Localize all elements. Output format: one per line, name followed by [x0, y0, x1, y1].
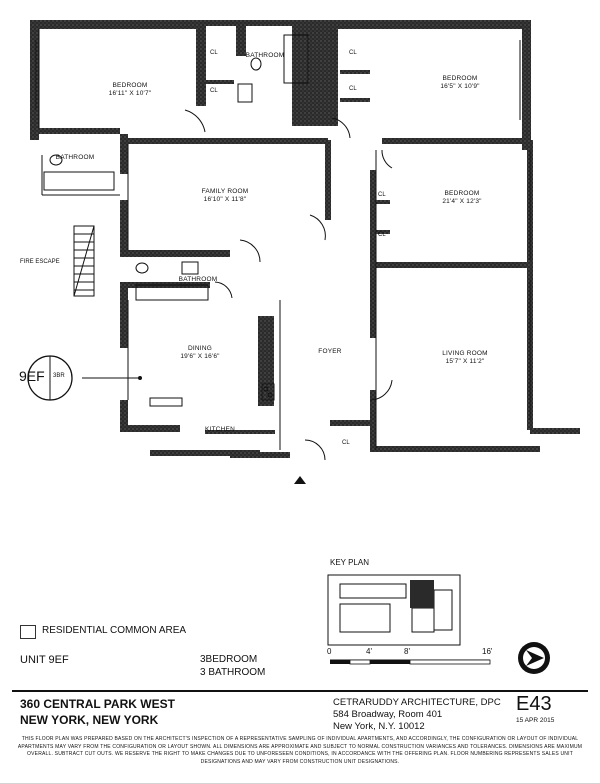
building-city: NEW YORK, NEW YORK [20, 713, 159, 727]
bathroom-count: 3 BATHROOM [200, 667, 266, 678]
unit-name: UNIT 9EF [20, 654, 69, 666]
scale-label: 4' [366, 647, 372, 656]
room-dims: 21'4" X 12'3" [442, 198, 482, 205]
sheet-date: 15 APR 2015 [516, 717, 555, 724]
legend-common-area: RESIDENTIAL COMMON AREA [42, 625, 187, 636]
foyer-label: FOYER [318, 348, 342, 355]
disclaimer: THIS FLOOR PLAN WAS PREPARED BASED ON TH… [17, 736, 583, 765]
unit-tag-number: 9EF [19, 368, 45, 384]
architect-name: CETRARUDDY ARCHITECTURE, DPC [333, 697, 501, 708]
bedroom-count: 3BEDROOM [200, 654, 258, 665]
room-name: DINING [188, 345, 212, 352]
bathroom-top-label: BATHROOM [245, 52, 285, 59]
living-room-label: LIVING ROOM 15'7" X 11'2" [425, 350, 505, 366]
dining-label: DINING 19'6" X 16'6" [160, 345, 240, 361]
title-block-rule [12, 690, 588, 692]
bedroom-2-label: BEDROOM 16'5" X 10'9" [420, 75, 500, 91]
room-dims: 15'7" X 11'2" [445, 358, 485, 365]
key-plan-label: KEY PLAN [330, 558, 369, 567]
bedroom-1-label: BEDROOM 16'11" X 10'7" [90, 82, 170, 98]
sheet-id: E43 [516, 693, 552, 715]
unit-tag-beds: 3BR [53, 373, 65, 379]
common-area-swatch [20, 625, 36, 639]
architect-city: New York, N.Y. 10012 [333, 721, 425, 732]
room-name: BEDROOM [444, 190, 480, 197]
closet-label: CL [349, 86, 357, 92]
key-plan-drawing [327, 574, 461, 646]
closet-label: CL [378, 192, 386, 198]
room-dims: 16'5" X 10'9" [440, 83, 480, 90]
room-dims: 19'6" X 16'6" [180, 353, 220, 360]
closet-label: CL [349, 50, 357, 56]
room-name: LIVING ROOM [442, 350, 488, 357]
scale-label: 8' [404, 647, 410, 656]
closet-label: CL [210, 50, 218, 56]
scale-label: 0 [327, 647, 332, 656]
room-name: BEDROOM [112, 82, 148, 89]
scale-bar [330, 659, 491, 665]
closet-label: CL [210, 88, 218, 94]
closet-label: CL [342, 440, 350, 446]
building-address: 360 CENTRAL PARK WEST [20, 697, 175, 711]
scale-label: 16' [482, 647, 493, 656]
bathroom-mid-label: BATHROOM [178, 276, 218, 283]
family-room-label: FAMILY ROOM 16'10" X 11'8" [180, 188, 270, 204]
kitchen-label: KITCHEN [205, 426, 235, 433]
bedroom-3-label: BEDROOM 21'4" X 12'3" [422, 190, 502, 206]
room-name: FAMILY ROOM [201, 188, 249, 195]
architect-street: 584 Broadway, Room 401 [333, 709, 443, 720]
bathroom-left-label: BATHROOM [55, 154, 95, 161]
room-dims: 16'10" X 11'8" [203, 196, 247, 203]
room-name: BEDROOM [442, 75, 478, 82]
closet-label: CL [378, 232, 386, 238]
fire-escape-label: FIRE ESCAPE [20, 259, 60, 265]
room-dims: 16'11" X 10'7" [108, 90, 152, 97]
